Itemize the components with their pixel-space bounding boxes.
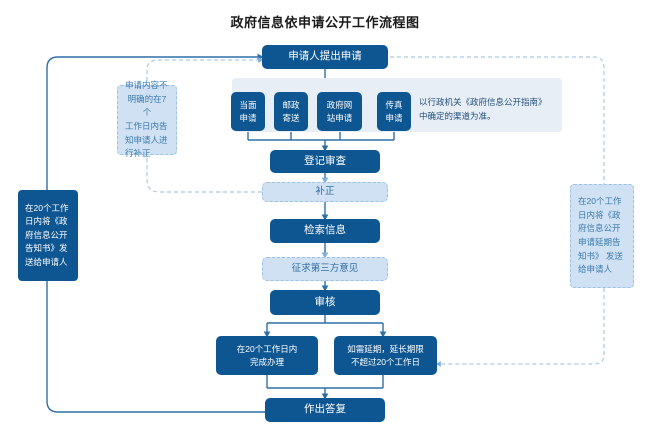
- note-extension-line-6: 给申请人: [578, 264, 613, 275]
- branch-on-time-line2: 完成办理: [249, 356, 284, 367]
- channel-fax-line1: 传真: [385, 100, 403, 111]
- note-extension-line-5: 知书》 发送: [578, 250, 623, 261]
- channel-website-line1: 政府网: [326, 100, 353, 111]
- channel-website-line2: 站申请: [326, 112, 353, 123]
- note-notice-delivery: 在20个工作 日内将《政 府信息公开 告知书》发 送给申请人: [18, 190, 78, 281]
- note-unclear-line-1: 申请内容不: [125, 80, 168, 91]
- channels-note-line1: 以行政机关《政府信息公开指南》: [419, 97, 547, 107]
- channel-postal-line1: 邮政: [282, 100, 300, 111]
- note-unclear-line-4: 知申请人进: [125, 134, 168, 145]
- note-notice-line-4: 告知书》发: [25, 243, 68, 254]
- branch-on-time-line1: 在20个工作日内: [236, 344, 298, 355]
- node-channel-fax[interactable]: 传真 申请: [377, 92, 411, 131]
- note-unclear-application: 申请内容不 明确的在7个 工作日内告 知申请人进 行补正: [117, 80, 177, 158]
- node-branch-extension[interactable]: 如需延期，延长期限 不超过20个工作日: [334, 336, 437, 375]
- node-channel-in-person[interactable]: 当面 申请: [231, 92, 265, 131]
- note-notice-line-3: 府信息公开: [25, 229, 68, 240]
- node-branch-on-time[interactable]: 在20个工作日内 完成办理: [216, 336, 318, 375]
- channel-fax-line2: 申请: [385, 112, 403, 123]
- channel-in-person-line1: 当面: [239, 100, 257, 111]
- node-start-label: 申请人提出申请: [288, 50, 362, 63]
- node-third-party-opinion-label: 征求第三方意见: [291, 263, 359, 275]
- node-retrieve-info[interactable]: 检索信息: [270, 219, 380, 243]
- note-extension-delivery: 在20个工作 日内将《政 府信息公开 申请延期告 知书》 发送 给申请人: [570, 184, 634, 288]
- node-third-party-opinion[interactable]: 征求第三方意见: [262, 257, 388, 281]
- note-extension-line-1: 在20个工作: [578, 196, 622, 207]
- node-correction[interactable]: 补正: [262, 182, 388, 202]
- note-notice-line-2: 日内将《政: [25, 216, 68, 227]
- note-notice-line-1: 在20个工作: [25, 202, 69, 213]
- note-unclear-line-2: 明确的在7个: [127, 93, 167, 118]
- node-channel-postal[interactable]: 邮政 寄送: [274, 92, 308, 131]
- node-correction-label: 补正: [315, 186, 335, 198]
- node-end-reply-label: 作出答复: [304, 403, 346, 416]
- branch-extension-line1: 如需延期，延长期限: [347, 344, 424, 355]
- node-channel-website[interactable]: 政府网 站申请: [317, 92, 362, 131]
- note-extension-line-2: 日内将《政: [578, 209, 621, 220]
- note-notice-line-5: 送给申请人: [25, 256, 68, 267]
- page-title: 政府信息依申请公开工作流程图: [230, 15, 420, 30]
- node-start[interactable]: 申请人提出申请: [262, 45, 388, 69]
- node-register-review[interactable]: 登记审查: [270, 150, 380, 173]
- channel-in-person-line2: 申请: [239, 112, 257, 123]
- note-unclear-line-5: 行补正: [125, 148, 151, 159]
- node-review-label: 审核: [314, 295, 336, 308]
- channel-postal-line2: 寄送: [282, 112, 300, 123]
- branch-extension-line2: 不超过20个工作日: [351, 356, 420, 367]
- node-retrieve-info-label: 检索信息: [304, 224, 346, 237]
- note-extension-line-3: 府信息公开: [578, 223, 621, 234]
- channels-note: 以行政机关《政府信息公开指南》 中确定的渠道为准。: [419, 95, 561, 123]
- note-unclear-line-3: 工作日内告: [125, 121, 168, 131]
- node-register-review-label: 登记审查: [304, 154, 346, 167]
- node-review[interactable]: 审核: [270, 290, 380, 315]
- note-extension-line-4: 申请延期告: [578, 237, 621, 247]
- node-end-reply[interactable]: 作出答复: [265, 398, 385, 422]
- channels-note-line2: 中确定的渠道为准。: [419, 111, 496, 122]
